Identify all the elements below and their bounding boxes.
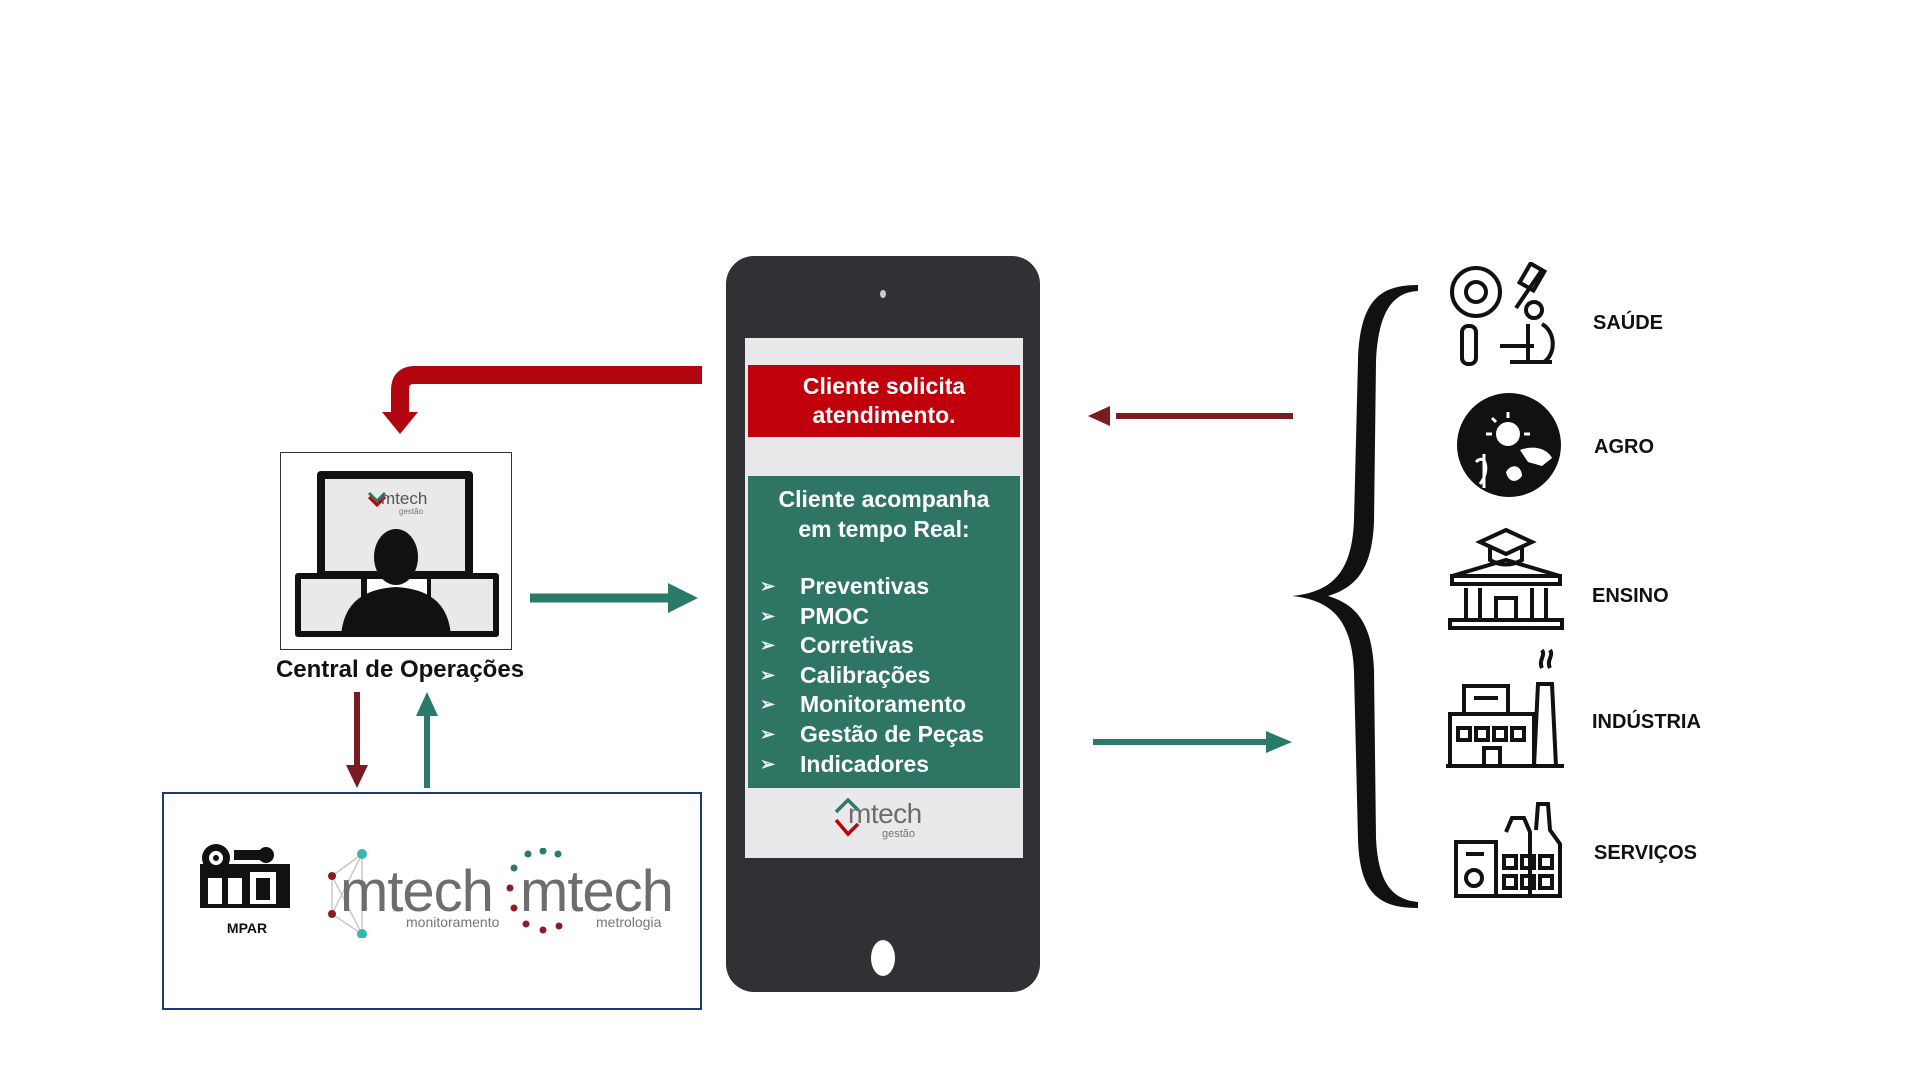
- tracking-panel: Cliente acompanha em tempo Real: ➢ Preven…: [748, 476, 1020, 788]
- metrologia-brand-sub: metrologia: [596, 914, 662, 930]
- service-item-label: Corretivas: [800, 632, 914, 659]
- sector-label-saude: SAÚDE: [1593, 312, 1664, 334]
- operations-center-image: mtech gestão: [280, 452, 512, 650]
- arrow-bullet-icon: ➢: [760, 635, 776, 656]
- service-item: ➢ Gestão de Peças: [760, 720, 984, 750]
- monitoramento-network-icon: [328, 849, 367, 938]
- mpar-machine-icon: [200, 844, 290, 908]
- education-building-icon: [1448, 527, 1564, 630]
- monitoramento-brand-name: mtech: [340, 859, 494, 924]
- request-panel: Cliente solicita atendimento.: [748, 365, 1020, 437]
- monitoramento-brand-sub: monitoramento: [406, 914, 500, 930]
- arrow-bullet-icon: ➢: [760, 605, 776, 626]
- service-item-label: PMOC: [800, 602, 869, 629]
- monitor-brand-name: mtech: [381, 489, 428, 508]
- camera-dot: [880, 290, 886, 298]
- operations-to-phone-arrow: [530, 583, 698, 613]
- tracking-title-line-2: em tempo Real:: [798, 516, 970, 542]
- service-item: ➢ Monitoramento: [760, 690, 984, 720]
- monitor-brand-sub: gestão: [399, 507, 424, 516]
- request-line-2: atendimento.: [812, 402, 956, 428]
- sector-label-servicos: SERVIÇOS: [1594, 842, 1697, 864]
- arrow-bullet-icon: ➢: [760, 723, 776, 744]
- phone-logo-name: mtech: [848, 798, 922, 829]
- service-item: ➢ Corretivas: [760, 631, 984, 661]
- brands-to-operations-arrow: [416, 692, 438, 788]
- arrow-bullet-icon: ➢: [760, 664, 776, 685]
- sector-label-agro: AGRO: [1594, 436, 1654, 458]
- mpar-label: MPAR: [226, 920, 268, 936]
- service-item: ➢ Indicadores: [760, 750, 984, 780]
- service-item: ➢ Calibrações: [760, 661, 984, 691]
- health-microscope-icon: [1450, 262, 1555, 366]
- service-item-label: Calibrações: [800, 661, 931, 688]
- operations-to-brands-arrow: [346, 692, 368, 788]
- phone-to-sectors-arrow: [1093, 731, 1292, 753]
- sector-label-ensino: ENSINO: [1592, 585, 1669, 607]
- service-item: ➢ Preventivas: [760, 572, 984, 602]
- phone-logo-sub: gestão: [882, 828, 916, 840]
- sectors-to-phone-arrow: [1088, 406, 1293, 426]
- sectors-brace: [1292, 285, 1418, 908]
- services-food-icon: [1454, 802, 1562, 898]
- operations-label: Central de Operações: [275, 656, 525, 683]
- tracking-title-line-1: Cliente acompanha: [778, 486, 990, 512]
- sector-label-industria: INDÚSTRIA: [1592, 711, 1701, 733]
- service-item-label: Gestão de Peças: [800, 720, 985, 747]
- mtech-logo-icon: [834, 798, 860, 837]
- arrow-bullet-icon: ➢: [760, 576, 776, 596]
- metrologia-brand-name: mtech: [520, 859, 674, 924]
- home-button[interactable]: [871, 940, 895, 976]
- tracking-title: Cliente acompanha em tempo Real:: [748, 484, 1020, 544]
- request-to-operations-arrow: [382, 366, 702, 434]
- service-list: ➢ Preventivas ➢ PMOC ➢ Corretivas ➢ Calibraç…: [760, 572, 984, 779]
- agro-sun-wheat-icon: [1457, 393, 1561, 497]
- service-item-label: Monitoramento: [800, 691, 967, 718]
- service-item: ➢ PMOC: [760, 602, 984, 632]
- service-item-label: Preventivas: [800, 573, 930, 599]
- request-line-1: Cliente solicita: [802, 373, 966, 399]
- operator-monitors-icon: [295, 471, 499, 637]
- arrow-bullet-icon: ➢: [760, 694, 776, 715]
- service-item-label: Indicadores: [800, 750, 930, 777]
- industry-factory-icon: [1446, 648, 1564, 768]
- metrologia-dots-icon: [506, 848, 563, 934]
- arrow-bullet-icon: ➢: [760, 753, 776, 774]
